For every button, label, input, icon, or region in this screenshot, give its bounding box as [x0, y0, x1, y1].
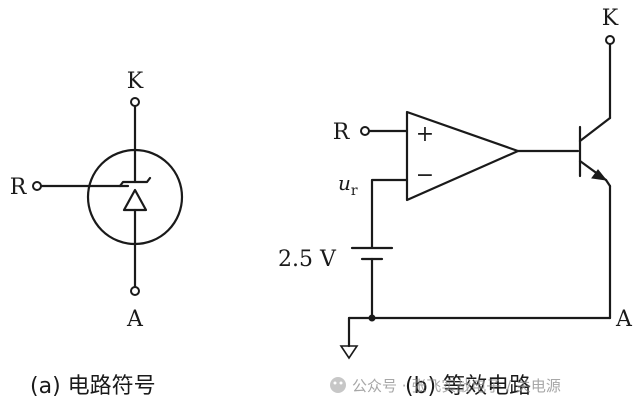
symbol-r-label: R [10, 175, 28, 200]
symbol-k-label: K [127, 69, 144, 94]
transistor-collector [578, 116, 612, 143]
emitter-to-a-wire [604, 178, 612, 188]
eq-r-terminal [360, 126, 370, 136]
wechat-icon-eye-left [333, 381, 337, 385]
symbol-cathode-bar [118, 176, 152, 188]
equivalent-caption: (b) 等效电路 [405, 374, 531, 399]
wechat-icon [330, 377, 346, 393]
opamp-plus-sign: + [416, 122, 434, 147]
symbol-a-terminal [130, 286, 140, 296]
source-value-label: 2.5 V [278, 247, 337, 272]
symbol-a-label: A [126, 307, 144, 332]
opamp-minus-sign: − [416, 163, 434, 188]
ground-icon [339, 345, 359, 360]
eq-r-label: R [333, 120, 351, 145]
watermark-text: 公众号 · 张飞实战电子 / 关电源 [352, 377, 561, 395]
watermark: 公众号 · 张飞实战电子 / 关电源 [330, 377, 561, 395]
symbol-diode-triangle [122, 188, 148, 212]
symbol-caption: (a) 电路符号 [30, 374, 156, 399]
ur-label: ur [338, 171, 358, 199]
symbol-diagram: K R A (a) 电路符号 [10, 69, 184, 399]
opamp-body [405, 110, 520, 202]
ur-main: u [338, 171, 351, 195]
eq-k-label: K [602, 6, 619, 31]
ref-wire [370, 178, 409, 249]
symbol-r-terminal [32, 181, 42, 191]
symbol-k-terminal [130, 97, 140, 107]
emitter-arrow-icon [591, 169, 608, 181]
junction-dot [368, 314, 376, 322]
equivalent-diagram: + − R ur 2.5 V K A [278, 6, 633, 399]
eq-k-terminal [605, 35, 615, 45]
wechat-icon-eye-right [339, 381, 343, 385]
eq-a-label: A [615, 307, 633, 332]
ur-sub: r [351, 183, 358, 199]
